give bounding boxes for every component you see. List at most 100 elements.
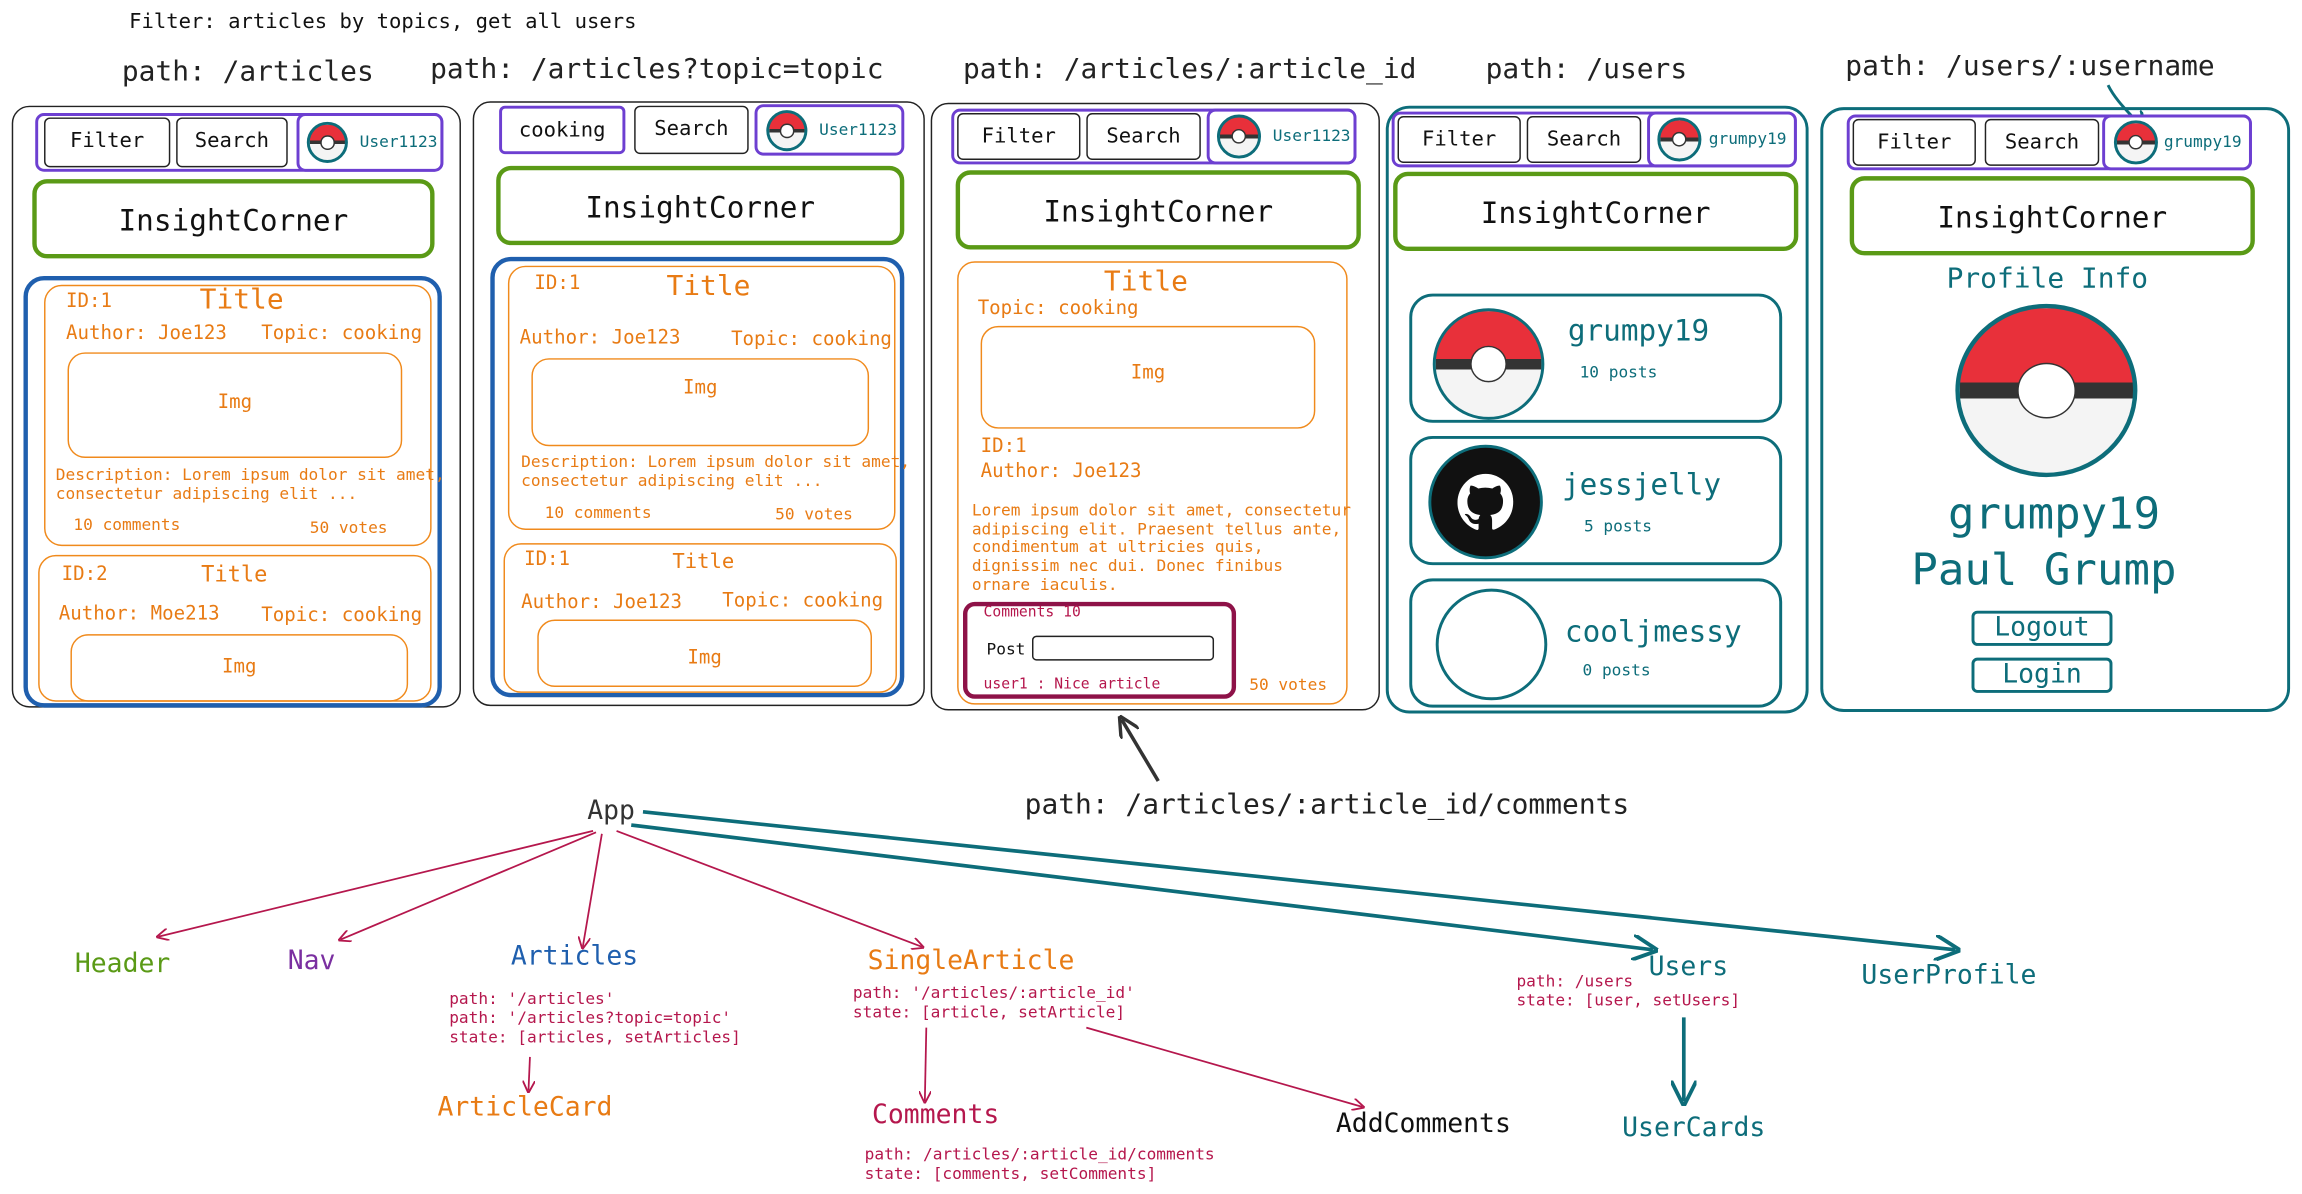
article-title: Title [1103, 265, 1188, 299]
pokeball-avatar-icon [766, 110, 808, 152]
search-button[interactable]: Search [1984, 118, 2100, 166]
article-card[interactable] [44, 284, 432, 547]
comment-count: 10 comments [544, 503, 652, 523]
article-body: ornare iaculis. [971, 575, 1118, 595]
site-logo[interactable]: InsightCorner [32, 179, 435, 259]
article-card[interactable] [503, 543, 897, 693]
username-label: User1123 [1272, 126, 1351, 146]
user-post-count: 0 posts [1582, 660, 1651, 680]
login-button[interactable]: Login [1971, 657, 2113, 693]
wireframe-single-article [930, 102, 1380, 711]
comment-input[interactable] [1032, 635, 1215, 661]
article-title: Title [201, 560, 268, 588]
username-label: User1123 [359, 132, 438, 152]
pokeball-avatar-icon [1432, 308, 1545, 420]
articles-list [23, 275, 442, 708]
articles-list [490, 256, 905, 698]
pokeball-avatar-icon [1955, 303, 2138, 478]
edge-app-single [616, 830, 922, 947]
search-button[interactable]: Search [1086, 113, 1201, 161]
logout-button[interactable]: Logout [1971, 610, 2113, 646]
tree-node-comments: Comments [871, 1099, 1000, 1131]
user-post-count: 5 posts [1583, 516, 1653, 536]
tree-node-users: Users [1648, 951, 1729, 983]
pokeball-avatar-icon [2113, 120, 2158, 165]
post-comment-label: Post [986, 640, 1026, 660]
wireframe-users [1385, 105, 1809, 714]
search-button[interactable]: Search [1526, 115, 1642, 163]
article-description: Description: Lorem ipsum dolor sit amet, [55, 465, 445, 485]
article-id: ID:1 [980, 435, 1027, 459]
article-author: Author: Joe123 [521, 591, 683, 614]
user-name: jessjelly [1561, 466, 1722, 503]
user-name: grumpy19 [1567, 312, 1710, 348]
path-label-articles: path: /articles [121, 55, 374, 89]
tree-note: path: /articles/:article_id/comments [864, 1145, 1215, 1165]
tree-note: state: [article, setArticle] [852, 1002, 1126, 1022]
wireframe-user-profile [1820, 107, 2291, 712]
search-button[interactable]: Search [634, 105, 749, 155]
article-image: Img [67, 352, 403, 459]
tree-node-user-cards: UserCards [1622, 1112, 1766, 1144]
article-author: Author: Moe213 [58, 603, 220, 626]
article-description: consectetur adipiscing elit ... [521, 471, 823, 491]
site-logo[interactable]: InsightCorner [955, 170, 1361, 250]
vote-count: 50 votes [309, 518, 388, 538]
filter-button[interactable]: Filter [957, 113, 1081, 161]
path-label-article-id: path: /articles/:article_id [963, 52, 1417, 86]
user-card[interactable] [1409, 435, 1783, 566]
edge-articles-card [528, 1056, 529, 1091]
edge-comments-path [1122, 719, 1160, 782]
article-title: Title [666, 270, 751, 303]
username-label: grumpy19 [2163, 132, 2242, 152]
edge-single-addcomments [1086, 1026, 1362, 1107]
filter-button[interactable]: Filter [1852, 118, 1976, 166]
user-card[interactable] [1409, 578, 1783, 708]
edge-app-users [631, 823, 1653, 950]
article-body: Lorem ipsum dolor sit amet, consectetur [971, 500, 1351, 520]
path-label-comments: path: /articles/:article_id/comments [1024, 788, 1630, 821]
header-note: Filter: articles by topics, get all user… [129, 10, 637, 34]
article-body: adipiscing elit. Praesent tellus ante, [971, 519, 1342, 539]
tree-node-articles: Articles [510, 940, 639, 972]
path-label-users: path: /users [1485, 52, 1688, 86]
edge-single-comments [925, 1027, 926, 1101]
article-description: consectetur adipiscing elit ... [55, 484, 358, 504]
pokeball-avatar-icon [306, 121, 348, 163]
filter-button[interactable]: Filter [1397, 115, 1521, 163]
article-topic: Topic: cooking [261, 604, 423, 627]
article-topic: Topic: cooking [261, 322, 423, 345]
search-button[interactable]: Search [176, 117, 288, 168]
article-id: ID:1 [66, 290, 113, 313]
user-card[interactable] [1409, 293, 1783, 423]
article-author: Author: Joe123 [519, 327, 681, 350]
wireframe-articles-topic [472, 101, 925, 707]
article-id: ID:1 [534, 273, 581, 296]
article-body: dignissim nec dui. Donec finibus [971, 556, 1283, 576]
pokeball-avatar-icon [1216, 114, 1262, 159]
article-topic: Topic: cooking [731, 328, 892, 351]
site-logo[interactable]: InsightCorner [1849, 176, 2255, 256]
tree-node-nav: Nav [287, 945, 336, 977]
tree-note: state: [comments, setComments] [864, 1164, 1157, 1184]
username-label: User1123 [819, 120, 897, 140]
filter-button[interactable]: Filter [44, 117, 171, 168]
article-topic: Topic: cooking [722, 590, 884, 613]
tree-node-header: Header [74, 948, 171, 980]
tree-note: path: '/articles' [449, 989, 615, 1009]
article-card[interactable] [507, 265, 896, 530]
vote-count: 50 votes [775, 504, 853, 525]
article-description: Description: Lorem ipsum dolor sit amet, [521, 452, 911, 472]
site-logo[interactable]: InsightCorner [1393, 171, 1799, 252]
path-label-articles-topic: path: /articles?topic=topic [430, 52, 884, 86]
site-logo[interactable]: InsightCorner [496, 165, 905, 246]
topic-filter-select[interactable]: cooking [499, 105, 626, 155]
article-id: ID:2 [61, 563, 108, 586]
tree-node-user-profile: UserProfile [1861, 960, 2037, 991]
article-author: Author: Joe123 [66, 322, 227, 345]
comment-count: 10 comments [73, 515, 181, 535]
profile-fullname: Paul Grump [1911, 544, 2177, 597]
user-name: cooljmessy [1564, 613, 1742, 649]
empty-avatar-icon [1435, 588, 1548, 701]
